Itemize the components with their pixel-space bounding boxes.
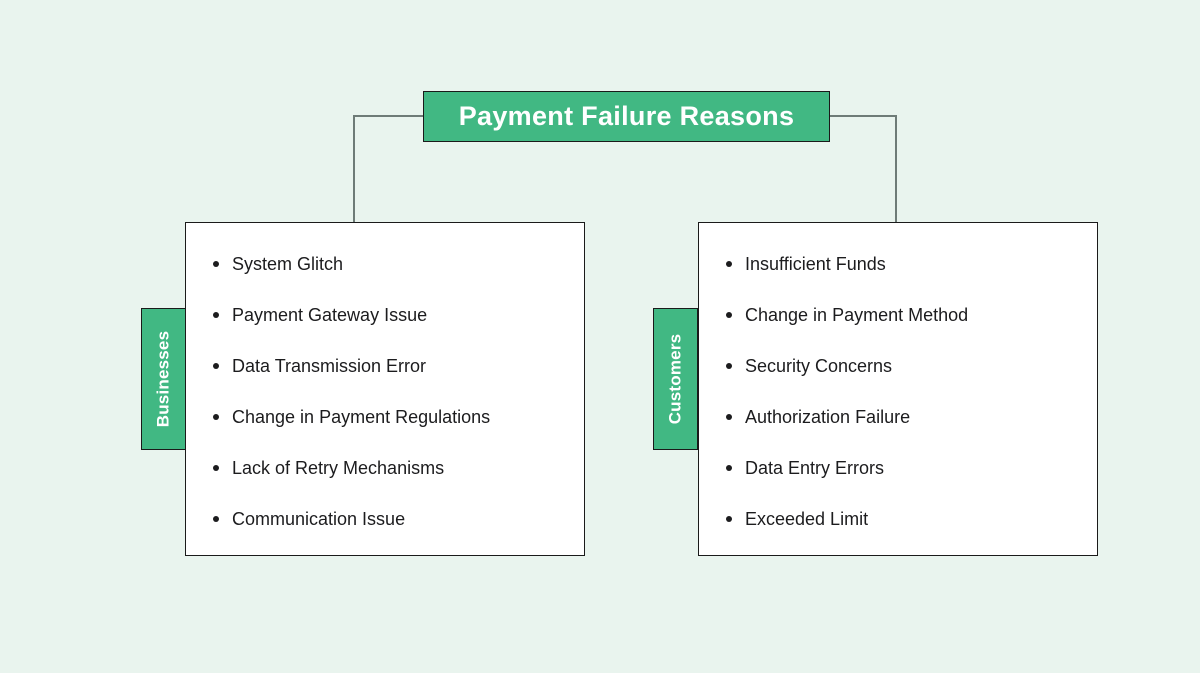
reason-text: Change in Payment Regulations bbox=[232, 406, 491, 427]
list-item: Authorization Failure bbox=[699, 391, 1097, 442]
reason-text: Payment Gateway Issue bbox=[232, 304, 428, 325]
reason-text: Communication Issue bbox=[232, 508, 406, 529]
reason-text: Lack of Retry Mechanisms bbox=[232, 457, 445, 478]
connector-left-vertical bbox=[353, 115, 355, 222]
reason-text: Data Entry Errors bbox=[745, 457, 885, 478]
list-item: Security Concerns bbox=[699, 340, 1097, 391]
reason-text: Data Transmission Error bbox=[232, 355, 427, 376]
bullet-icon bbox=[213, 311, 219, 318]
bullet-icon bbox=[726, 260, 732, 267]
connector-left-horizontal bbox=[353, 115, 423, 117]
list-item: Data Entry Errors bbox=[699, 442, 1097, 493]
reason-text: System Glitch bbox=[232, 253, 344, 274]
reason-text: Security Concerns bbox=[745, 355, 893, 376]
bullet-icon bbox=[213, 515, 219, 522]
connector-right-vertical bbox=[895, 115, 897, 222]
reason-text: Change in Payment Method bbox=[745, 304, 969, 325]
connector-right-horizontal bbox=[830, 115, 897, 117]
bullet-icon bbox=[213, 464, 219, 471]
list-item: Data Transmission Error bbox=[186, 340, 584, 391]
root-node: Payment Failure Reasons bbox=[423, 91, 830, 142]
group-panel-businesses: System Glitch Payment Gateway Issue Data… bbox=[185, 222, 585, 556]
list-item: Change in Payment Regulations bbox=[186, 391, 584, 442]
list-item: Insufficient Funds bbox=[699, 238, 1097, 289]
group-panel-customers: Insufficient Funds Change in Payment Met… bbox=[698, 222, 1098, 556]
group-tag-customers: Customers bbox=[653, 308, 698, 450]
list-item: Payment Gateway Issue bbox=[186, 289, 584, 340]
reason-text: Insufficient Funds bbox=[745, 253, 886, 274]
list-item: Communication Issue bbox=[186, 493, 584, 544]
group-tag-businesses: Businesses bbox=[141, 308, 186, 450]
list-item: Lack of Retry Mechanisms bbox=[186, 442, 584, 493]
reason-text: Exceeded Limit bbox=[745, 508, 869, 529]
reason-text: Authorization Failure bbox=[745, 406, 911, 427]
bullet-icon bbox=[213, 362, 219, 369]
bullet-icon bbox=[726, 464, 732, 471]
businesses-reason-list: System Glitch Payment Gateway Issue Data… bbox=[186, 223, 584, 544]
group-tag-customers-label: Customers bbox=[665, 333, 685, 425]
bullet-icon bbox=[213, 260, 219, 267]
list-item: System Glitch bbox=[186, 238, 584, 289]
bullet-icon bbox=[726, 515, 732, 522]
bullet-icon bbox=[213, 413, 219, 420]
diagram-title: Payment Failure Reasons bbox=[458, 101, 795, 131]
list-item: Exceeded Limit bbox=[699, 493, 1097, 544]
list-item: Change in Payment Method bbox=[699, 289, 1097, 340]
bullet-icon bbox=[726, 413, 732, 420]
bullet-icon bbox=[726, 362, 732, 369]
customers-reason-list: Insufficient Funds Change in Payment Met… bbox=[699, 223, 1097, 544]
group-tag-businesses-label: Businesses bbox=[153, 330, 173, 428]
bullet-icon bbox=[726, 311, 732, 318]
